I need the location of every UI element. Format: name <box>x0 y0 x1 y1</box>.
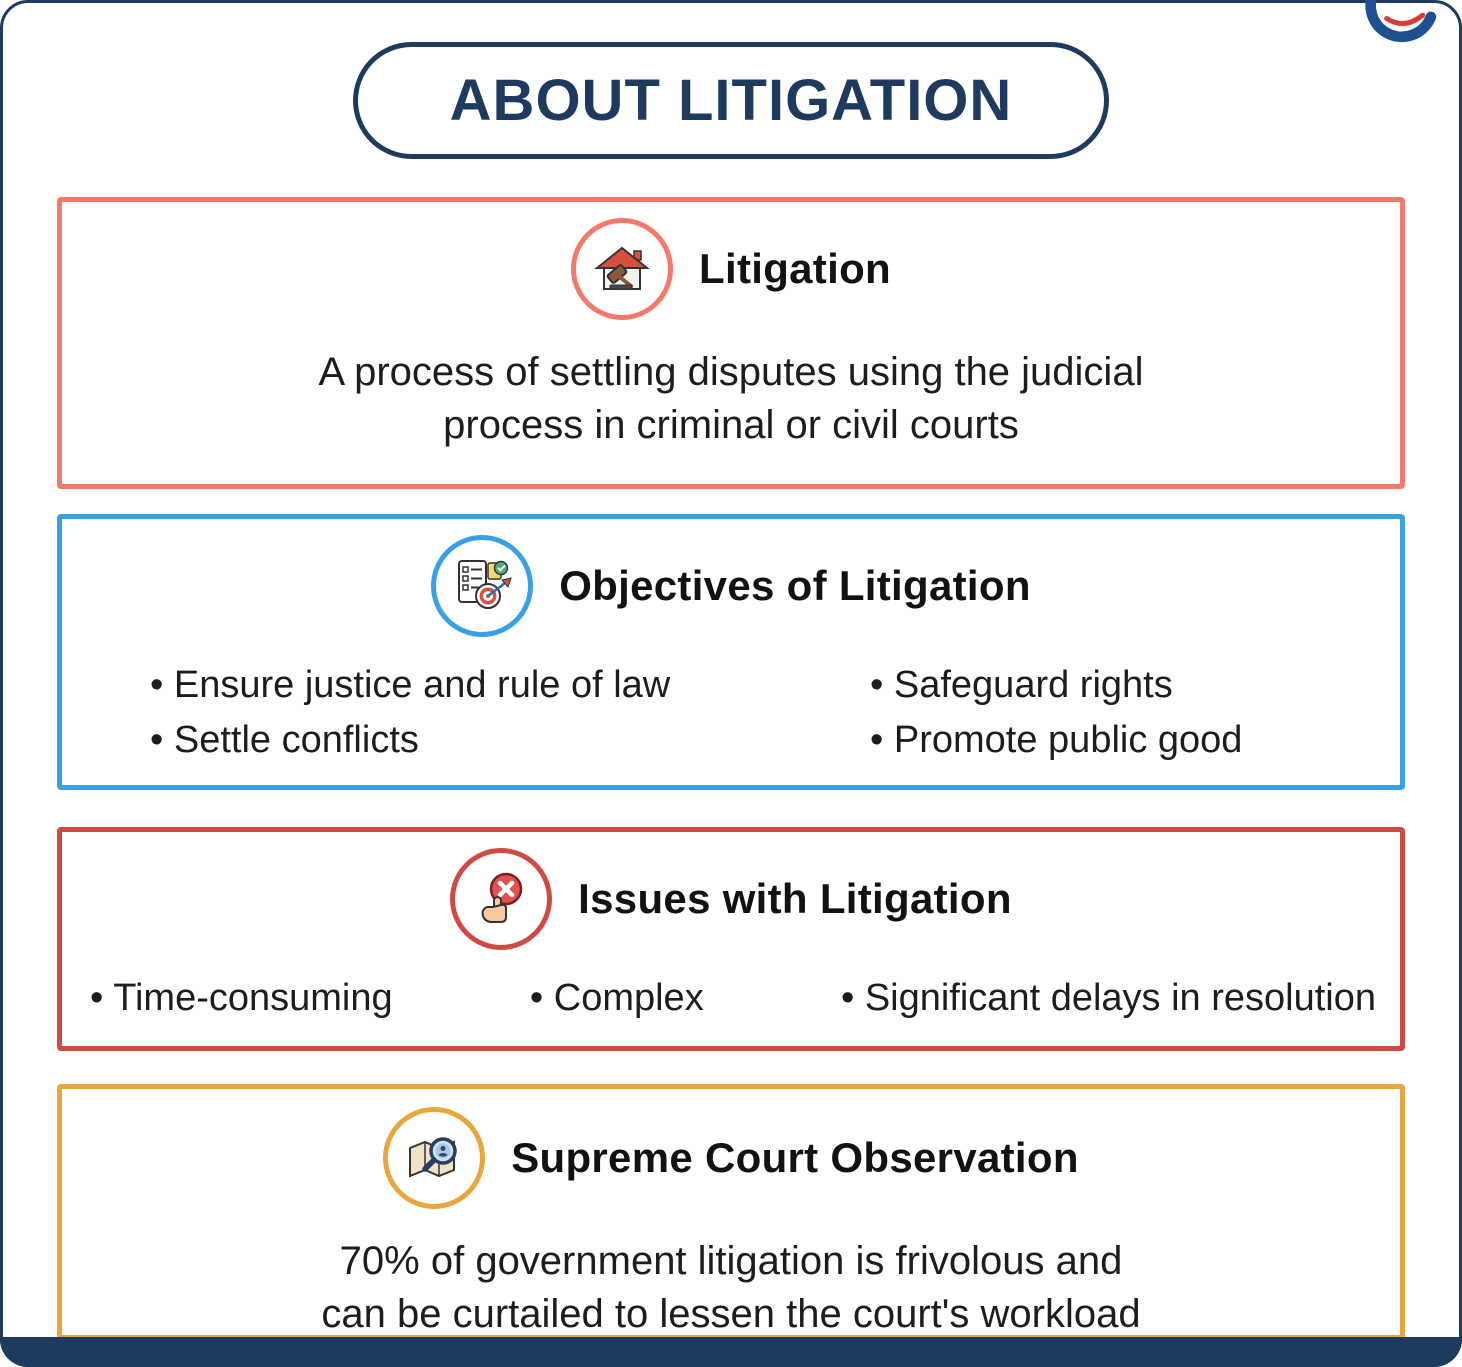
section-issues: Issues with Litigation Time-consuming Co… <box>57 827 1405 1051</box>
section-litigation-header: Litigation <box>62 218 1400 320</box>
bullets-left-column: Ensure justice and rule of law Settle co… <box>150 661 870 770</box>
bullet-item: Significant delays in resolution <box>841 974 1376 1023</box>
objectives-bullets: Ensure justice and rule of law Settle co… <box>62 661 1400 770</box>
bullet-item: Promote public good <box>870 716 1370 765</box>
gavel-house-icon <box>571 218 674 320</box>
section-supreme-court-header: Supreme Court Observation <box>62 1107 1400 1209</box>
bullet-item: Safeguard rights <box>870 661 1370 710</box>
page-title: ABOUT LITIGATION <box>352 42 1110 159</box>
header-row: ABOUT LITIGATION <box>0 0 1462 159</box>
pw-globe-logo-icon <box>1362 0 1444 48</box>
section-title: Issues with Litigation <box>578 875 1012 922</box>
section-litigation: Litigation A process of settling dispute… <box>57 197 1405 489</box>
section-title: Supreme Court Observation <box>511 1134 1079 1181</box>
section-objectives: Objectives of Litigation Ensure justice … <box>57 514 1405 790</box>
magnifier-map-icon <box>383 1107 486 1209</box>
section-issues-header: Issues with Litigation <box>62 848 1400 950</box>
body-line: A process of settling disputes using the… <box>318 350 1144 394</box>
section-body: 70% of government litigation is frivolou… <box>62 1235 1400 1341</box>
bullet-item: Settle conflicts <box>150 716 870 765</box>
body-line: can be curtailed to lessen the court's w… <box>321 1292 1141 1337</box>
bottom-accent-bar <box>0 1337 1462 1367</box>
bullet-item: Time-consuming <box>90 974 392 1023</box>
section-body: A process of settling disputes using the… <box>62 346 1400 452</box>
section-title: Objectives of Litigation <box>559 562 1031 609</box>
reject-hand-icon <box>450 848 553 950</box>
section-title: Litigation <box>699 245 891 292</box>
section-supreme-court: Supreme Court Observation 70% of governm… <box>57 1084 1405 1340</box>
body-line: process in criminal or civil courts <box>443 403 1019 448</box>
issues-bullets: Time-consuming Complex Significant delay… <box>62 974 1400 1029</box>
checklist-target-icon <box>431 535 534 637</box>
bullet-item: Ensure justice and rule of law <box>150 661 870 710</box>
body-line: 70% of government litigation is frivolou… <box>339 1239 1123 1283</box>
section-objectives-header: Objectives of Litigation <box>62 535 1400 637</box>
bullets-right-column: Safeguard rights Promote public good <box>870 661 1370 770</box>
bullet-item: Complex <box>530 974 704 1023</box>
